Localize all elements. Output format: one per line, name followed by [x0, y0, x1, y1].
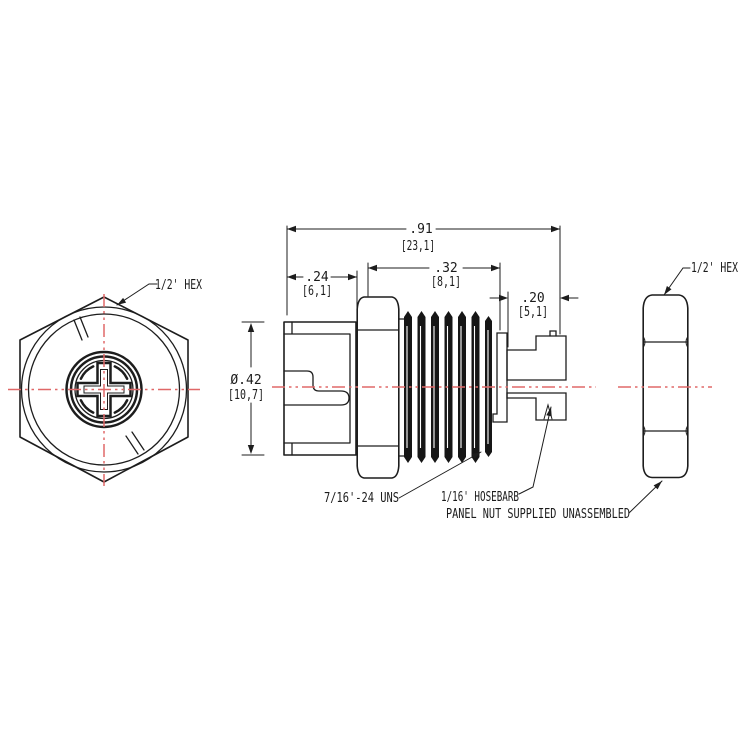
dim-rear-mm: [6,1] — [302, 284, 332, 299]
label-hosebarb: 1/16' HOSEBARB — [441, 490, 519, 505]
side-view-hex — [356, 296, 400, 479]
label-hex-left: 1/2' HEX — [155, 278, 202, 293]
leader-thread-spec: 7/16'-24 UNS — [324, 451, 482, 506]
dim-thread-length: .32 [8,1] — [367, 261, 501, 290]
dim-body-diameter: Ø.42 [10,7] — [228, 323, 264, 454]
dim-overall-mm: [23,1] — [401, 239, 435, 254]
label-thread-spec: 7/16'-24 UNS — [324, 491, 399, 506]
dim-barb-in: .20 — [521, 291, 544, 306]
leader-hosebarb: 1/16' HOSEBARB — [441, 406, 552, 505]
dim-rear-length: .24 [6,1] — [286, 270, 358, 299]
dim-rear-in: .24 — [305, 270, 329, 285]
panel-nut-view — [642, 294, 689, 479]
cross-recess — [76, 361, 132, 418]
label-hex-right: 1/2' HEX — [691, 261, 738, 276]
dim-thread-in: .32 — [434, 261, 457, 276]
dim-thread-mm: [8,1] — [431, 275, 461, 290]
leader-panel-note: PANEL NUT SUPPLIED UNASSEMBLED — [446, 480, 663, 522]
label-panel-note: PANEL NUT SUPPLIED UNASSEMBLED — [446, 507, 630, 522]
centerlines — [8, 294, 712, 486]
leader-hex-left: 1/2' HEX — [116, 278, 202, 306]
dim-barb-length: .20 [5,1] — [489, 291, 579, 320]
side-view-barb — [492, 330, 567, 423]
dimensions: .91 [23,1] .24 [6,1] .32 [8,1] .20 [5,1] — [228, 222, 579, 456]
side-view-body — [283, 321, 357, 456]
leaders: 1/2' HEX 1/2' HEX 7/16'-24 UNS 1/16' HOS… — [116, 261, 738, 522]
dim-diameter-in: Ø.42 — [230, 373, 261, 388]
dim-overall-length: .91 [23,1] — [286, 222, 561, 254]
dim-overall-in: .91 — [409, 222, 432, 237]
dim-barb-mm: [5,1] — [518, 305, 548, 320]
leader-hex-right: 1/2' HEX — [663, 261, 738, 296]
dim-diameter-mm: [10,7] — [228, 388, 264, 403]
